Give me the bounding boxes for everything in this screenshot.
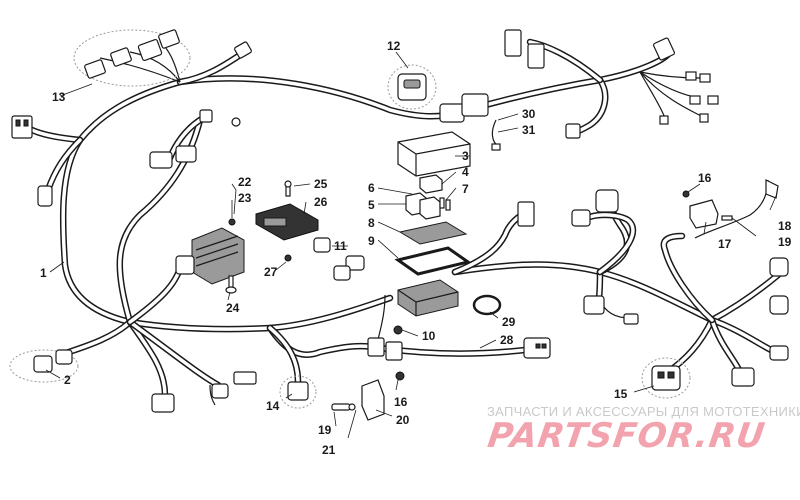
component-14-connector [279, 375, 317, 409]
callout-5: 5 [368, 198, 375, 212]
component-3-fuse-box-cover [397, 131, 471, 177]
callout-28: 28 [500, 333, 514, 347]
connectors-right-cluster [517, 189, 789, 387]
callout-19-right: 19 [778, 235, 792, 249]
component-mid-connectors [367, 337, 403, 361]
callout-22: 22 [238, 175, 252, 189]
connector-left-block [11, 115, 33, 139]
component-10-screw [393, 325, 403, 335]
component-26-module [255, 203, 319, 241]
component-28-connector [523, 337, 551, 359]
callout-30: 30 [522, 107, 536, 121]
connector-top-left-plug [234, 41, 252, 59]
callout-16-upper: 16 [698, 171, 712, 185]
callout-13: 13 [52, 90, 66, 104]
watermark-brand-logo: PARTSFOR.RU [485, 416, 768, 456]
callout-31: 31 [522, 123, 536, 137]
component-5-6-relays [405, 192, 441, 220]
component-fuse-box-base [397, 279, 459, 317]
component-23-washer [228, 218, 236, 226]
connector-upper-mid [149, 109, 241, 169]
component-20-switch [331, 371, 405, 421]
callout-19-lower: 19 [318, 423, 332, 437]
callout-24: 24 [226, 301, 240, 315]
component-11-connector [313, 237, 365, 281]
callout-29: 29 [502, 315, 516, 329]
callout-15: 15 [614, 387, 628, 401]
component-15-connector [641, 357, 691, 399]
callout-14: 14 [266, 399, 280, 413]
callout-17: 17 [718, 237, 732, 251]
component-9-gasket [394, 246, 472, 276]
connectors-lower-left [151, 371, 257, 413]
component-4-relay [419, 174, 443, 194]
component-29-ring [472, 294, 502, 316]
component-12-connector [387, 64, 437, 110]
callout-26: 26 [314, 195, 328, 209]
callout-25: 25 [314, 177, 328, 191]
callout-11: 11 [334, 239, 347, 253]
component-24-bolt [225, 275, 237, 294]
component-2-connector [9, 349, 79, 383]
callout-4: 4 [462, 165, 469, 179]
callout-16-lower: 16 [394, 395, 408, 409]
component-22-regulator [175, 227, 245, 285]
callout-9: 9 [368, 234, 375, 248]
component-27-nut [284, 254, 292, 262]
callout-23: 23 [238, 191, 252, 205]
connectors-top-right-cluster [504, 29, 719, 139]
watermark-tagline: ЗАПЧАСТИ И АКСЕССУАРЫ ДЛЯ МОТОТЕХНИКИ [487, 404, 800, 419]
callout-10: 10 [422, 329, 436, 343]
callout-1: 1 [40, 266, 47, 280]
leader-lines [45, 51, 777, 439]
callout-27: 27 [264, 265, 278, 279]
component-25-bolt [284, 180, 292, 197]
callout-labels: 13 1 2 3 4 5 6 7 8 9 10 11 12 14 15 16 1… [40, 39, 792, 457]
component-8-fuse-panel [398, 221, 468, 245]
callout-20: 20 [396, 413, 410, 427]
callout-12: 12 [387, 39, 401, 53]
callout-18: 18 [778, 219, 792, 233]
connector-near-12-right [439, 93, 489, 123]
component-7-fuses [439, 197, 451, 211]
component-16-17-18-19-assembly [682, 179, 779, 229]
callout-21: 21 [322, 443, 336, 457]
callout-7: 7 [462, 182, 469, 196]
callout-2: 2 [64, 373, 71, 387]
callout-3: 3 [462, 149, 469, 163]
component-31-clip [491, 119, 501, 151]
component-13-connector-group [73, 29, 191, 87]
callout-6: 6 [368, 181, 375, 195]
connector-left-lower [37, 185, 53, 207]
callout-8: 8 [368, 216, 375, 230]
